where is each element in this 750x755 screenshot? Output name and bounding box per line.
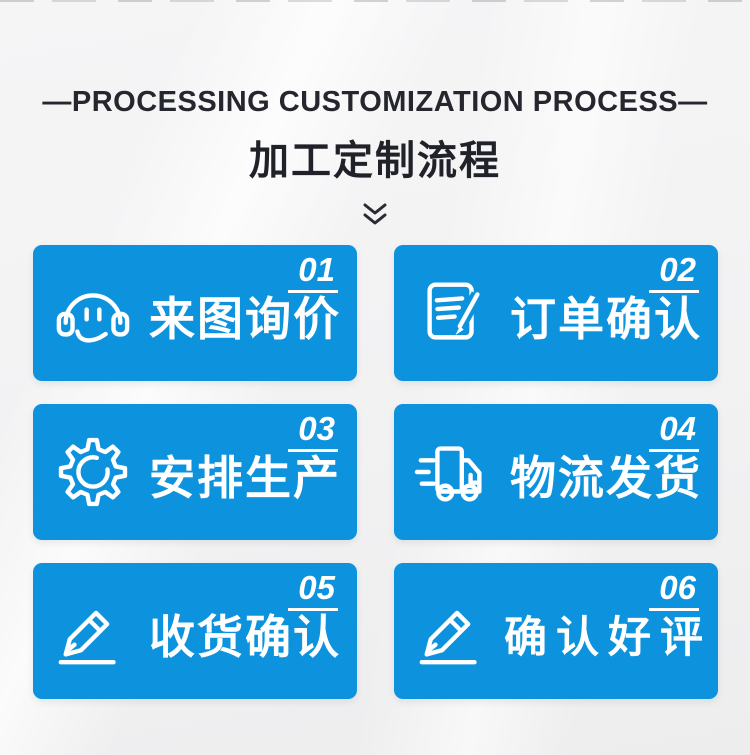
step-label: 订单确认 bbox=[510, 293, 702, 345]
pencil-icon bbox=[53, 591, 133, 671]
cropped-content-edge bbox=[0, 0, 750, 2]
step-label: 来图询价 bbox=[149, 293, 341, 345]
order-document-icon bbox=[414, 273, 494, 353]
step-card-03: 03 安排生产 bbox=[33, 404, 357, 540]
step-number: 03 bbox=[288, 410, 338, 453]
section-title-en: —PROCESSING CUSTOMIZATION PROCESS— bbox=[42, 86, 708, 118]
headset-icon bbox=[53, 273, 133, 353]
delivery-truck-icon bbox=[414, 432, 494, 512]
step-number: 01 bbox=[288, 251, 338, 294]
step-card-06: 06 确认好评 bbox=[394, 563, 718, 699]
step-card-01: 01 来图询价 bbox=[33, 245, 357, 381]
step-label: 收货确认 bbox=[149, 611, 341, 663]
steps-grid: 01 来图询价 02 bbox=[33, 245, 718, 699]
step-label: 物流发货 bbox=[510, 452, 702, 504]
pencil-icon bbox=[414, 591, 494, 671]
step-card-02: 02 订单确认 bbox=[394, 245, 718, 381]
double-chevron-down-icon bbox=[0, 202, 750, 228]
customization-process-section: —PROCESSING CUSTOMIZATION PROCESS— 加工定制流… bbox=[0, 0, 750, 699]
step-card-05: 05 收货确认 bbox=[33, 563, 357, 699]
step-number: 06 bbox=[649, 569, 699, 612]
step-label: 安排生产 bbox=[149, 452, 341, 504]
step-card-04: 04 物流发货 bbox=[394, 404, 718, 540]
step-number: 04 bbox=[649, 410, 699, 453]
gear-icon bbox=[53, 432, 133, 512]
step-number: 02 bbox=[649, 251, 699, 294]
step-label: 确认好评 bbox=[504, 614, 712, 662]
step-number: 05 bbox=[288, 569, 338, 612]
section-title-zh: 加工定制流程 bbox=[249, 139, 501, 183]
